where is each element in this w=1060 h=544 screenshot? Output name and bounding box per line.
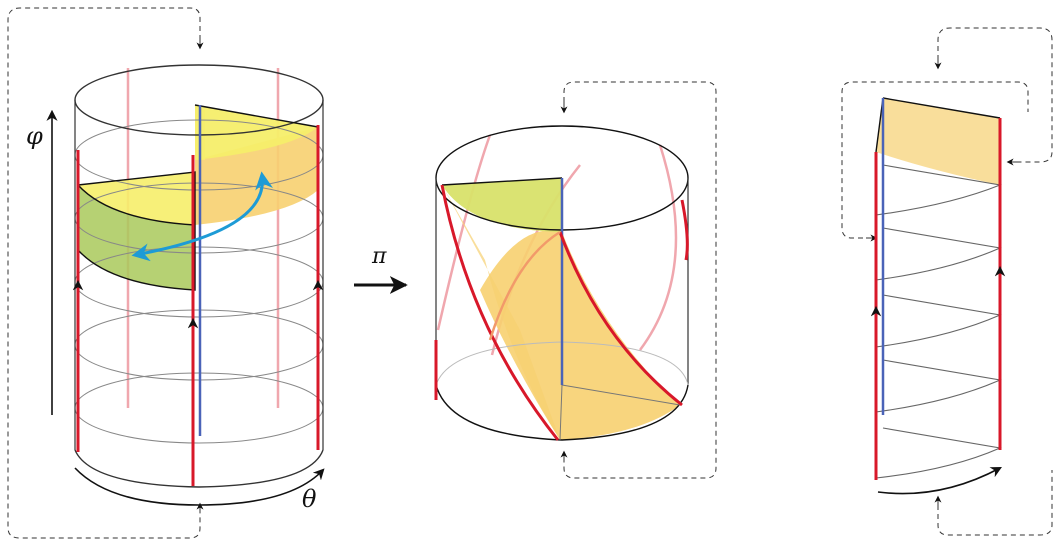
left-sector-outline [77, 225, 196, 291]
middle-back-curve [638, 144, 678, 351]
right-dashed-loop-top [937, 27, 1053, 163]
left-cylinder: φ θ [7, 7, 325, 539]
pi-label: π [371, 244, 387, 269]
middle-bottom-front [435, 384, 689, 441]
projection-map: π [354, 244, 408, 294]
middle-red-curve [680, 199, 689, 261]
left-yellow-top-sector [195, 105, 318, 160]
middle-back-curve [436, 134, 492, 331]
left-rotation-arrow [131, 171, 273, 262]
right-dashed-loop-bottom [937, 470, 1053, 536]
middle-red-curve [558, 231, 683, 407]
middle-sector-outline [559, 384, 681, 441]
right-wedge [875, 227, 1002, 281]
middle-dashed-loop [563, 81, 717, 479]
middle-orange-curve [488, 230, 561, 341]
theta-label: θ [302, 485, 317, 513]
middle-cylinder [434, 81, 717, 479]
right-wedge [875, 427, 1002, 479]
right-dashed-loop-mid [841, 81, 1029, 239]
right-rotation-arrow [877, 466, 1002, 495]
left-dashed-loop [7, 7, 201, 539]
right-wedge [875, 164, 1003, 216]
right-orange-sector [876, 98, 1000, 185]
middle-red-curve [440, 184, 560, 441]
phi-label: φ [26, 122, 43, 150]
right-wedge [875, 359, 1002, 413]
left-sector-outline [194, 104, 319, 128]
theta-arrow [74, 467, 325, 506]
middle-sector-outline [441, 177, 563, 186]
middle-green-sector [442, 178, 562, 232]
left-bottom-arc [74, 449, 324, 488]
right-stack [841, 27, 1053, 536]
right-wedge [875, 294, 1002, 348]
right-sector-outline [882, 97, 1001, 119]
